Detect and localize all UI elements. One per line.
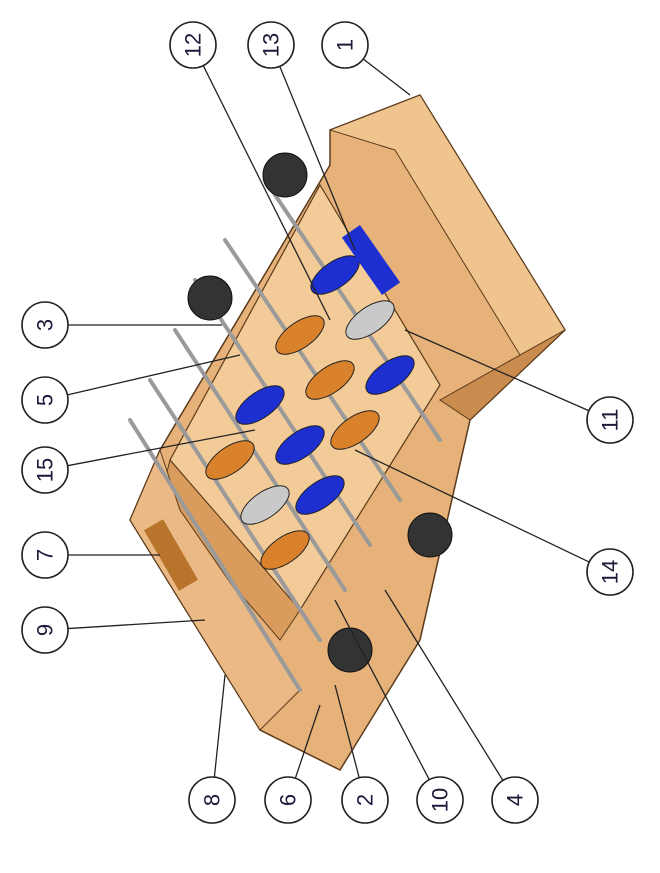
knob: [187, 275, 233, 321]
balloon-8: 8: [188, 776, 236, 824]
balloon-number: 5: [33, 394, 58, 406]
balloon-12: 12: [169, 21, 217, 69]
player-figure: [345, 300, 395, 340]
player-figure: [330, 410, 380, 450]
balloon-4: 4: [491, 776, 539, 824]
leader-lines: [67, 58, 590, 781]
balloon-number: 7: [33, 549, 58, 561]
balloon-number: 13: [259, 33, 284, 57]
rod: [148, 378, 322, 642]
balloon-number: 1: [333, 39, 358, 51]
callout-balloons: 1 13 12 3 5 15 7 9 8 6 2 10 4 14 11: [21, 21, 634, 824]
balloon-2: 2: [341, 776, 389, 824]
leader-line: [202, 65, 331, 321]
leader-line: [67, 354, 241, 396]
player-figure: [275, 315, 325, 355]
rods: [128, 178, 442, 692]
rod: [173, 328, 347, 592]
player-figure: [240, 485, 290, 525]
balloon-7: 7: [21, 531, 69, 579]
leader-line: [354, 449, 590, 563]
balloon-10: 10: [416, 776, 464, 824]
balloon-1: 1: [321, 21, 369, 69]
balloon-number: 12: [181, 33, 206, 57]
balloon-number: 2: [353, 794, 378, 806]
balloon-number: 3: [33, 319, 58, 331]
player-figure: [205, 440, 255, 480]
leader-line: [67, 429, 256, 467]
player-figure: [275, 425, 325, 465]
player-figure: [235, 385, 285, 425]
spring-orange: [143, 519, 199, 591]
leader-line: [404, 329, 590, 412]
balloon-5: 5: [21, 376, 69, 424]
player-figure: [365, 355, 415, 395]
leader-line: [213, 674, 226, 778]
balloon-number: 11: [598, 409, 623, 432]
knob: [407, 512, 453, 558]
balloon-11: 11: [586, 396, 634, 444]
rod: [263, 178, 442, 442]
rod: [193, 278, 372, 547]
knob: [262, 152, 308, 198]
balloon-6: 6: [264, 776, 312, 824]
balloon-number: 6: [276, 794, 301, 806]
balloon-number: 10: [428, 788, 453, 812]
leader-line: [67, 619, 206, 630]
foosball-table: [128, 94, 566, 771]
balloon-15: 15: [21, 446, 69, 494]
leader-line: [334, 684, 360, 778]
handle-knobs: [187, 152, 453, 673]
player-figure: [260, 530, 310, 570]
balloon-9: 9: [21, 606, 69, 654]
balloon-14: 14: [586, 548, 634, 596]
spring-blue: [341, 225, 401, 295]
leader-line: [334, 599, 430, 780]
rod: [128, 418, 302, 692]
player-figure: [305, 360, 355, 400]
leader-line: [362, 58, 411, 96]
balloon-number: 14: [598, 560, 623, 584]
balloon-number: 9: [33, 624, 58, 636]
balloon-13: 13: [247, 21, 295, 69]
leader-line: [384, 589, 504, 781]
knob: [327, 627, 373, 673]
leader-line: [294, 704, 321, 779]
end-box-side: [439, 329, 566, 421]
balloon-number: 4: [503, 794, 528, 806]
leader-line: [279, 66, 356, 251]
player-figure: [295, 475, 345, 515]
rod: [223, 238, 402, 502]
balloon-number: 15: [33, 458, 58, 482]
players: [205, 255, 415, 570]
balloon-number: 8: [200, 794, 225, 806]
balloon-3: 3: [21, 301, 69, 349]
